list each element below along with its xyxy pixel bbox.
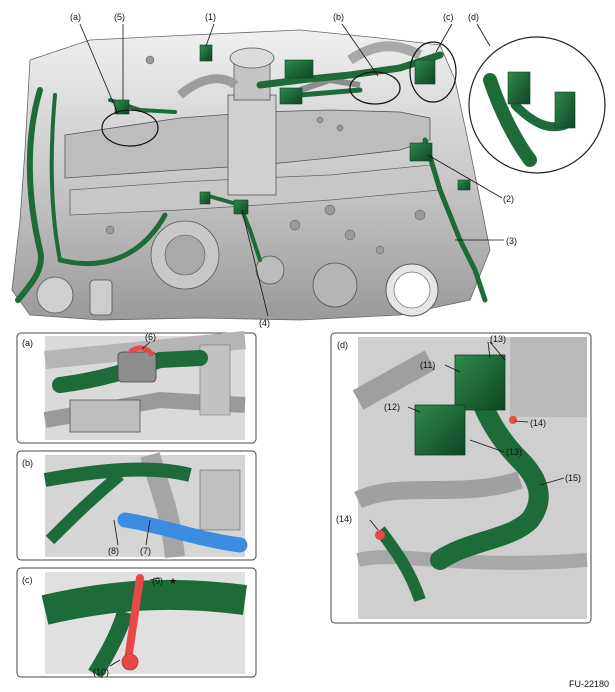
panel-c-title: (c)	[22, 575, 33, 585]
label-3: (3)	[506, 236, 517, 246]
label-14-left: (14)	[336, 514, 352, 524]
label-11: (11)	[420, 360, 435, 370]
engine-illustration: (a) (5) (1) (b) (c) (d) (2) (3) (4)	[11, 12, 606, 328]
connector-12	[414, 404, 466, 456]
panel-a: (a) (6)	[16, 331, 257, 444]
label-8: (8)	[108, 546, 119, 556]
label-1: (1)	[205, 12, 216, 22]
panel-a-title: (a)	[22, 338, 33, 348]
label-13-top: (13)	[490, 334, 506, 344]
label-c: (c)	[443, 12, 454, 22]
label-12: (12)	[384, 402, 400, 412]
connector-11	[454, 354, 506, 411]
callout-circle-c	[409, 41, 457, 103]
panel-b-title: (b)	[22, 458, 33, 468]
label-15: (15)	[565, 473, 581, 483]
label-2: (2)	[503, 194, 514, 204]
panel-d-title: (d)	[337, 340, 348, 350]
blue-hose	[117, 512, 248, 553]
plenum	[227, 94, 277, 196]
figure-id: FU-22180	[568, 679, 609, 689]
panel-b: (b) (8) (7)	[16, 450, 257, 561]
label-6: (6)	[145, 332, 156, 342]
label-13-mid: (13)	[506, 447, 522, 457]
callout-circle-a	[101, 109, 159, 147]
label-d: (d)	[468, 12, 479, 22]
clip-9	[124, 574, 144, 664]
detail-d-harness	[483, 71, 576, 167]
label-a: (a)	[70, 12, 81, 22]
label-7: (7)	[140, 546, 151, 556]
label-5: (5)	[114, 12, 125, 22]
panel-d: (d) (13) (11) (12) (14) (13) (15) (14)	[330, 332, 592, 624]
label-9: (9)	[152, 576, 163, 586]
connector-4	[233, 199, 249, 215]
panel-c: (c) (9) ★ (10)	[16, 567, 257, 679]
label-10: (10)	[93, 667, 109, 677]
detail-circle-d	[468, 36, 606, 174]
label-4: (4)	[259, 318, 270, 328]
connector-1	[199, 44, 213, 62]
label-14-right: (14)	[530, 418, 546, 428]
star-symbol: ★	[169, 576, 177, 586]
connector-2	[409, 142, 433, 162]
label-b: (b)	[333, 12, 344, 22]
